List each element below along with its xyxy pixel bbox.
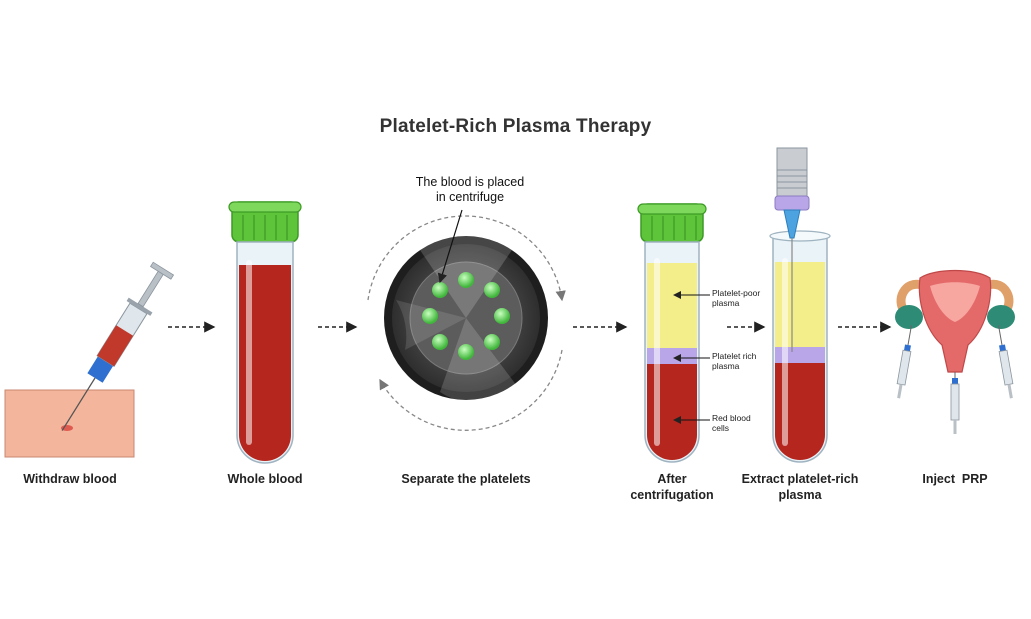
label-platelet-poor-line2: plasma (712, 298, 740, 308)
step-whole-blood: Whole blood (227, 472, 303, 486)
uterus-icon (895, 269, 1015, 373)
step-after-centrifugation-line1: After (657, 472, 687, 486)
label-platelet-poor-line1: Platelet-poor (712, 288, 761, 298)
step-extract-prp-line1: Extract platelet-rich (741, 472, 859, 486)
centrifuge-note-line2: in centrifuge (435, 190, 505, 204)
centrifuge-note: The blood is placed in centrifuge (390, 175, 550, 205)
step-extract-prp: Extract platelet-rich plasma (728, 471, 872, 503)
pipette-icon (774, 147, 810, 352)
label-rbc-line2: cells (712, 423, 730, 433)
platelet-dots (422, 272, 510, 360)
diagram-title: Platelet-Rich Plasma Therapy (379, 116, 652, 137)
label-platelet-rich: Platelet rich plasma (712, 351, 756, 371)
whole-blood-tube (228, 201, 302, 464)
step-after-centrifugation-line2: centrifugation (630, 488, 714, 502)
extract-tube (769, 230, 831, 463)
label-platelet-rich-line1: Platelet rich (712, 351, 757, 361)
step-extract-prp-line2: plasma (778, 488, 822, 502)
separated-tube (637, 203, 710, 463)
step-withdraw-blood: Withdraw blood (23, 472, 117, 486)
syringe-icon (61, 261, 175, 431)
label-platelet-poor: Platelet-poor plasma (712, 288, 760, 308)
injection-syringes (896, 325, 1014, 434)
step-after-centrifugation: After centrifugation (612, 471, 732, 503)
label-red-blood-cells: Red blood cells (712, 413, 751, 433)
step-inject-prp: Inject PRP (922, 472, 988, 486)
label-rbc-line1: Red blood (712, 413, 751, 423)
centrifuge-note-line1: The blood is placed (415, 175, 525, 189)
skin-patch (4, 389, 135, 458)
centrifuge (367, 209, 566, 431)
step-separate-platelets: Separate the platelets (401, 472, 531, 486)
label-platelet-rich-line2: plasma (712, 361, 740, 371)
